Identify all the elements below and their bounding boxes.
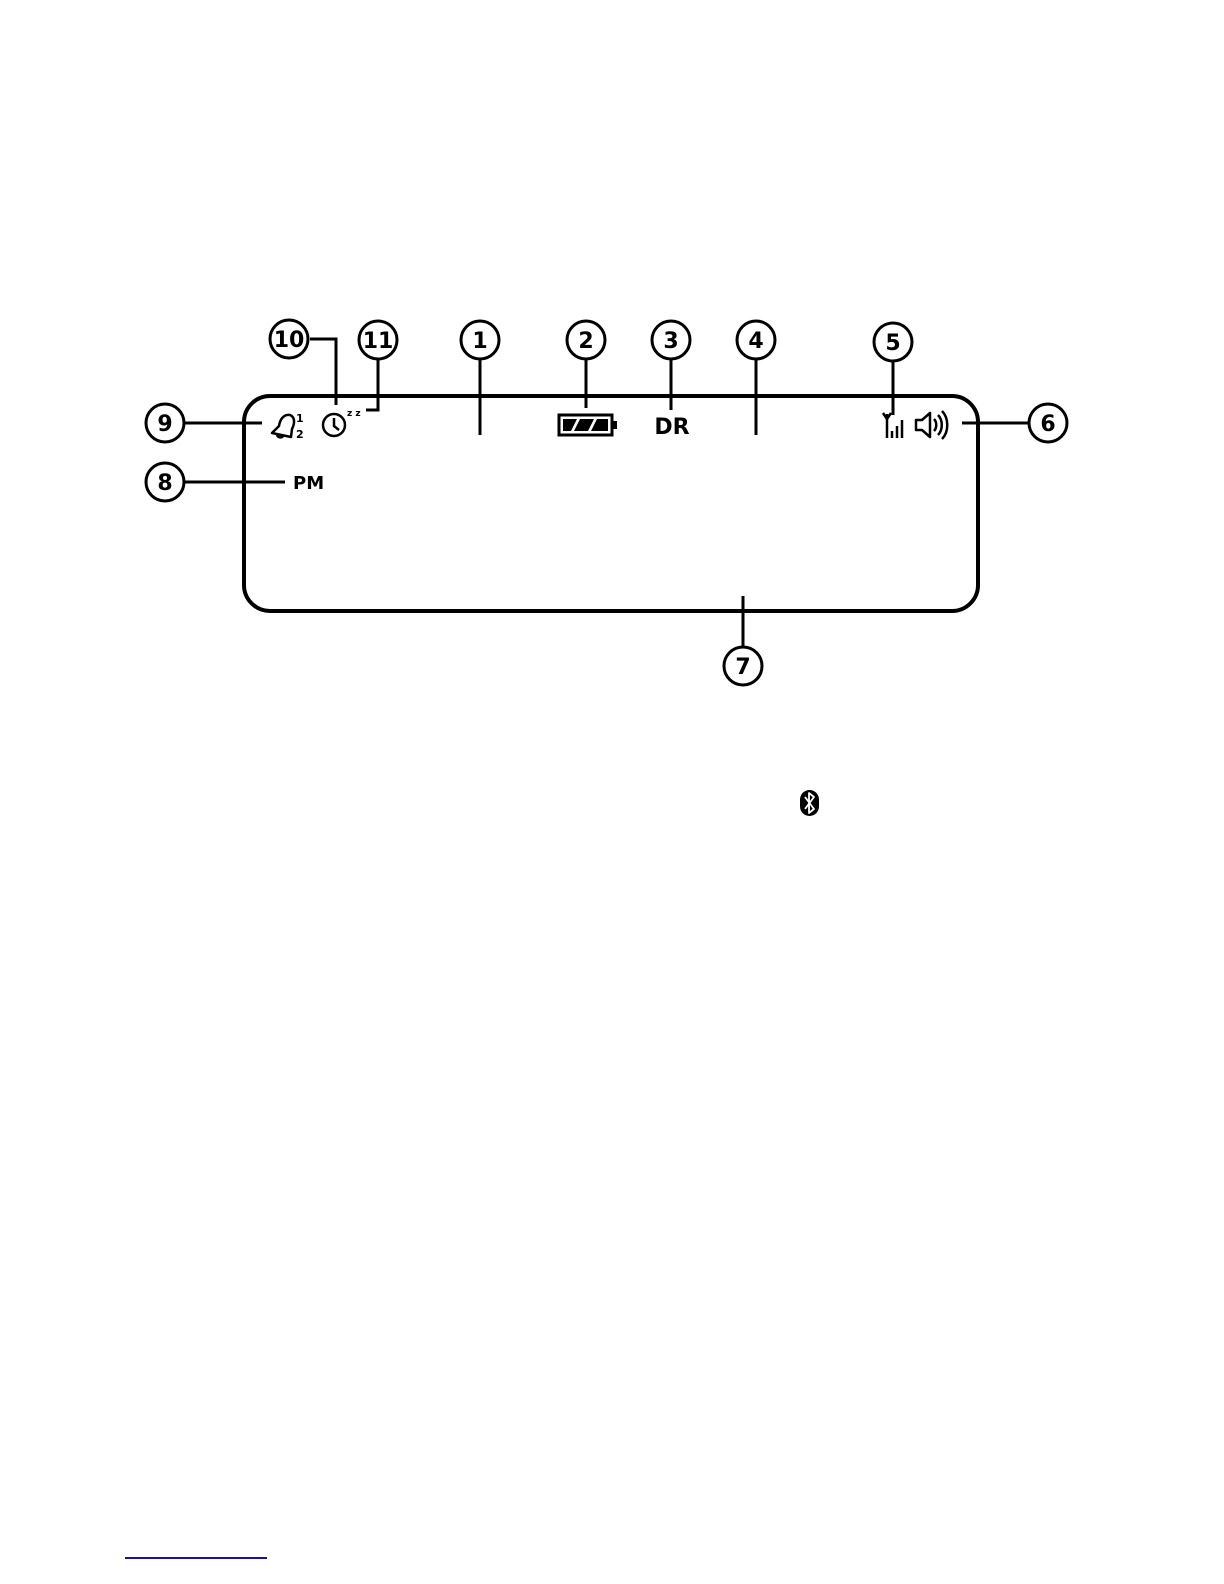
snooze-clock-icon bbox=[323, 414, 345, 436]
battery-icon bbox=[559, 415, 617, 435]
callout-label-5: 5 bbox=[885, 331, 900, 356]
alarm-index-bottom: 2 bbox=[296, 428, 304, 441]
snooze-zz-text: z z bbox=[347, 409, 361, 419]
footer-rule bbox=[125, 1557, 267, 1559]
mode-dr-text: DR bbox=[654, 415, 689, 440]
alarm-bell-icon bbox=[272, 415, 294, 438]
pm-indicator: PM bbox=[293, 473, 324, 494]
leader-line-11 bbox=[366, 360, 378, 410]
callout-label-6: 6 bbox=[1040, 412, 1055, 437]
callout-label-7: 7 bbox=[735, 655, 750, 680]
bluetooth-icon bbox=[800, 790, 819, 816]
callout-label-2: 2 bbox=[578, 329, 593, 354]
signal-antenna-icon bbox=[883, 413, 902, 438]
callout-label-8: 8 bbox=[157, 471, 172, 496]
callout-label-3: 3 bbox=[663, 329, 678, 354]
callout-circles bbox=[146, 320, 1067, 685]
callout-label-9: 9 bbox=[157, 412, 172, 437]
callout-numbers: 10 11 1 2 3 4 5 6 7 8 9 bbox=[157, 328, 1055, 680]
callout-label-1: 1 bbox=[472, 329, 487, 354]
callout-label-4: 4 bbox=[748, 329, 763, 354]
speaker-volume-icon bbox=[916, 411, 947, 439]
alarm-index-top: 1 bbox=[296, 412, 304, 425]
callout-label-10: 10 bbox=[274, 328, 305, 353]
callout-label-11: 11 bbox=[363, 329, 394, 354]
